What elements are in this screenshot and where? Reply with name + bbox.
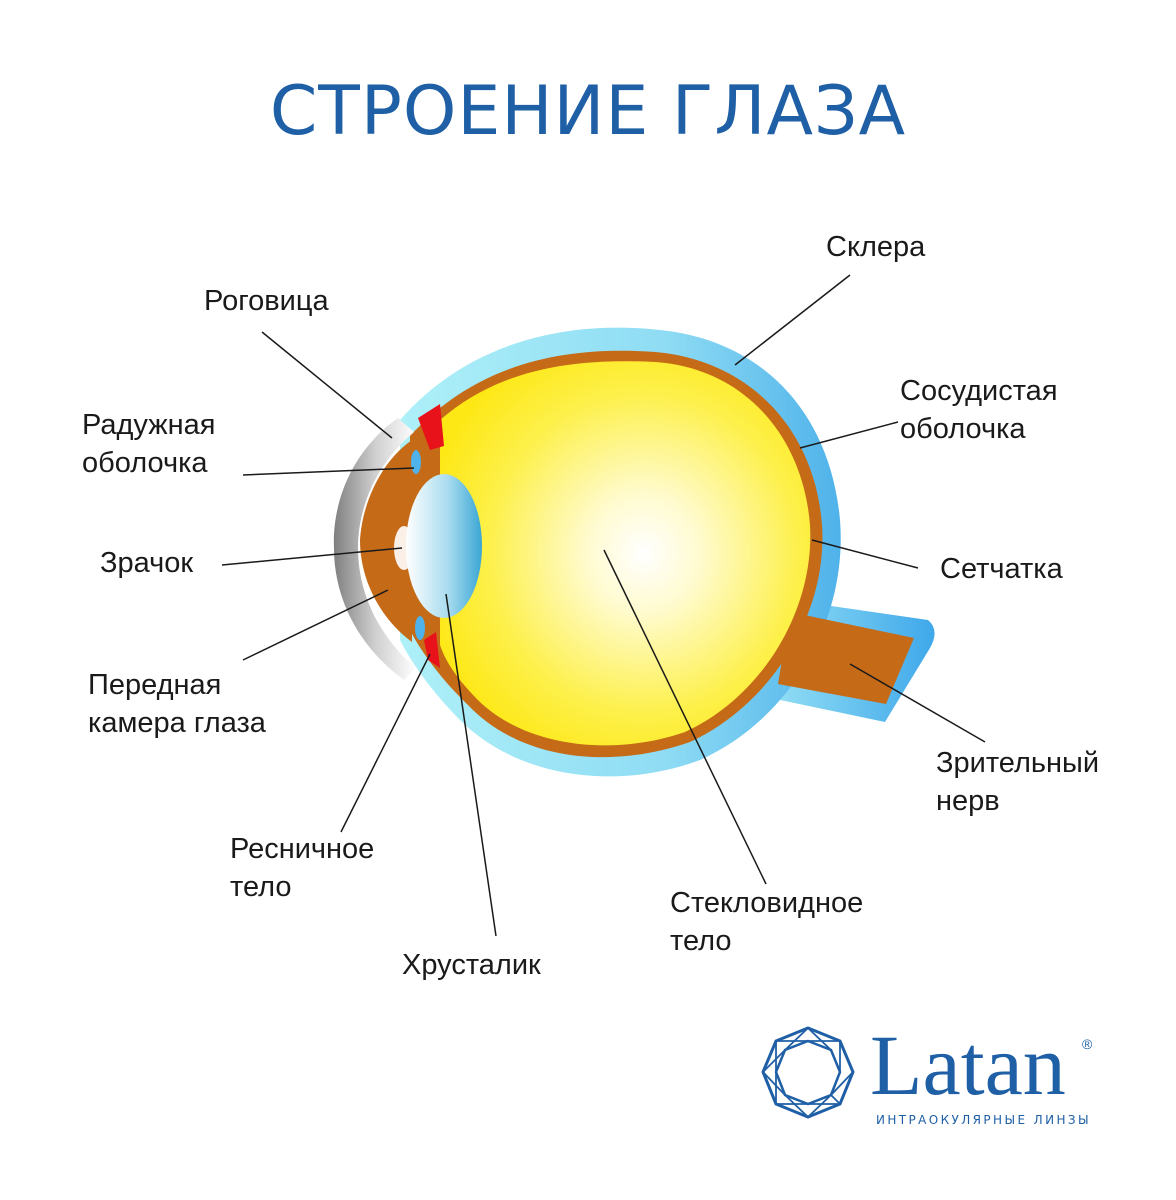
vitreous-body: [440, 361, 811, 746]
leader-vitreous-body: [603, 549, 767, 885]
label-lens: Хрусталик: [402, 949, 541, 981]
page-title: СТРОЕНИЕ ГЛАЗА: [269, 72, 907, 151]
anterior-chamber: [360, 440, 412, 642]
label-retina: Сетчатка: [940, 553, 1063, 585]
iris-upper: [418, 404, 444, 450]
leader-optic-nerve: [849, 663, 986, 743]
leader-sclera: [734, 274, 851, 366]
label-vitreous-body: Стекловидное тело: [670, 887, 864, 957]
leader-retina: [811, 539, 919, 569]
leader-ciliary-body: [340, 653, 431, 833]
iris-blue-upper: [411, 450, 421, 474]
leader-choroid: [799, 421, 899, 449]
brand-tagline: ИНТРАОКУЛЯРНЫЕ ЛИНЗЫ: [876, 1113, 1091, 1127]
leader-anterior-chamber: [242, 589, 389, 661]
cornea: [333, 418, 416, 680]
brand-registered-mark: ®: [1082, 1036, 1093, 1052]
label-choroid: Сосудистая оболочка: [900, 375, 1058, 445]
label-ciliary-body: Ресничное тело: [230, 833, 375, 903]
leader-cornea: [261, 331, 393, 439]
latan-logo-icon: [761, 1026, 855, 1119]
iris-blue-lower: [415, 616, 425, 640]
label-cornea: Роговица: [204, 285, 329, 317]
leader-pupil: [221, 547, 403, 566]
brand-name: Latan: [870, 1017, 1066, 1113]
leader-lines: [221, 274, 986, 937]
label-sclera: Склера: [826, 231, 926, 263]
lens: [406, 474, 482, 618]
label-optic-nerve: Зрительный нерв: [936, 747, 1100, 817]
leader-iris: [242, 467, 415, 476]
leader-lens: [445, 593, 497, 937]
label-pupil: Зрачок: [100, 547, 194, 579]
label-iris: Радужная оболочка: [82, 409, 216, 479]
label-anterior-chamber: Передная камера глаза: [88, 669, 266, 739]
